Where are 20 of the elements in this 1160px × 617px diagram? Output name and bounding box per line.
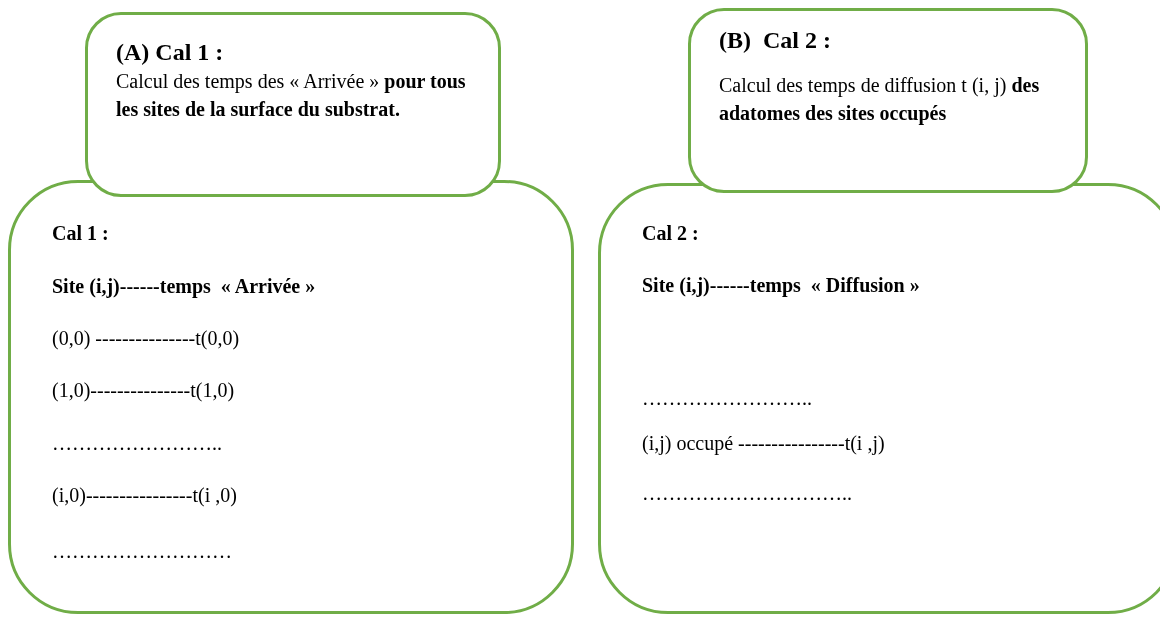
description-text: Calcul des temps des « Arrivée » pour tous les sites de la surface du substrat. <box>116 69 467 122</box>
text-line: (0,0) ---------------t(0,0) <box>52 326 240 350</box>
text-line: ……………………… <box>52 539 232 563</box>
callout-box <box>85 12 501 197</box>
heading: (B) Cal 2 : <box>719 26 832 55</box>
heading: Cal 1 : <box>52 221 109 245</box>
text-line: (1,0)---------------t(1,0) <box>52 378 235 402</box>
text-line: …………………….. <box>642 386 812 410</box>
rounded-panel <box>598 183 1160 614</box>
callout-box <box>688 8 1088 193</box>
text-line: (i,0)----------------t(i ,0) <box>52 483 237 507</box>
heading: Cal 2 : <box>642 221 699 245</box>
heading: (A) Cal 1 : <box>116 38 225 67</box>
column-header: Site (i,j)------temps « Diffusion » <box>642 273 920 297</box>
text-line: …………………….. <box>52 431 222 455</box>
rounded-panel <box>8 180 574 614</box>
column-header: Site (i,j)------temps « Arrivée » <box>52 274 316 298</box>
text-line: ………………………….. <box>642 481 852 505</box>
text-line: (i,j) occupé ----------------t(i ,j) <box>642 431 885 455</box>
description-text: Calcul des temps de diffusion t (i, j) des adatomes des sites occupés <box>719 73 1041 127</box>
